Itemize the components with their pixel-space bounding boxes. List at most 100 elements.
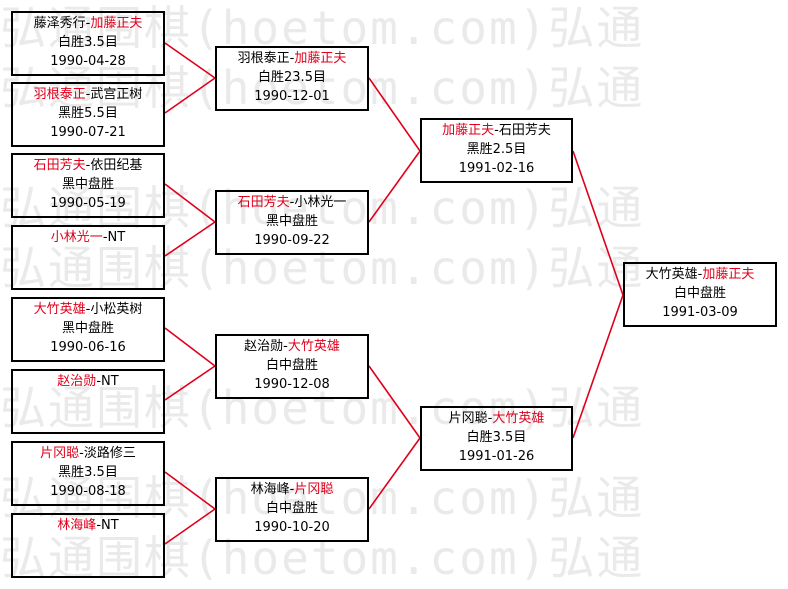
match-players: 大竹英雄-小松英树 (13, 300, 163, 319)
match-players: 羽根泰正-加藤正夫 (217, 49, 367, 68)
connector-line (572, 150, 624, 296)
match-date: 1990-09-22 (254, 233, 330, 248)
match-result: 黑胜5.5目 (58, 106, 118, 121)
player-name: 小林光一 (294, 195, 347, 210)
connector-line (368, 365, 421, 439)
winner-name: 加藤正夫 (442, 123, 495, 138)
match-result: 白中盘胜 (673, 286, 726, 301)
player-separator: - (85, 87, 91, 102)
player-name: 石田芳夫 (498, 123, 551, 138)
match-result: 黑胜3.5目 (58, 465, 118, 480)
match-result: 白中盘胜 (265, 501, 318, 516)
match-box-r1-8: 林海峰-NT (11, 513, 165, 578)
match-date: 1991-03-09 (662, 305, 738, 320)
player-name: 依田纪基 (90, 158, 143, 173)
player-name: 淡路修三 (83, 446, 136, 461)
match-box-r3-1: 加藤正夫-石田芳夫 黑胜2.5目 1991-02-16 (420, 118, 573, 183)
match-players: 片冈聪-大竹英雄 (422, 409, 571, 428)
connector-line (164, 183, 216, 223)
player-separator: - (96, 374, 102, 389)
match-box-r3-2: 片冈聪-大竹英雄 白胜3.5目 1991-01-26 (420, 406, 573, 471)
connector-line (164, 365, 216, 401)
match-result: 黑胜2.5目 (466, 142, 527, 157)
player-name: 片冈聪 (448, 411, 488, 426)
connector-line (164, 42, 216, 79)
match-box-r2-1: 羽根泰正-加藤正夫 白胜23.5目 1990-12-01 (215, 46, 369, 111)
player-separator: - (697, 267, 703, 282)
match-result: 白胜23.5目 (258, 70, 326, 85)
player-name: NT (101, 374, 119, 389)
match-players: 赵治勋-大竹英雄 (217, 337, 367, 356)
player-separator: - (79, 446, 84, 461)
winner-name: 加藤正夫 (90, 16, 143, 31)
winner-name: 石田芳夫 (33, 158, 86, 173)
match-date: 1990-12-08 (254, 377, 330, 392)
connector-line (164, 508, 216, 545)
match-box-r1-4: 小林光一-NT (11, 225, 165, 290)
match-date: 1990-07-21 (50, 125, 126, 140)
match-result: 白胜3.5目 (466, 430, 527, 445)
player-separator: - (283, 339, 288, 354)
winner-name: 石田芳夫 (237, 195, 290, 210)
player-name: 赵治勋 (244, 339, 284, 354)
player-name: 林海峰 (250, 482, 290, 497)
match-date: 1990-05-19 (50, 196, 126, 211)
player-name: 藤泽秀行 (33, 16, 86, 31)
match-players: 加藤正夫-石田芳夫 (422, 121, 571, 140)
match-date: 1990-08-18 (50, 484, 126, 499)
match-box-r2-2: 石田芳夫-小林光一 黑中盘胜 1990-09-22 (215, 190, 369, 255)
match-players: 石田芳夫-小林光一 (217, 193, 367, 212)
player-separator: - (487, 411, 493, 426)
match-result: 黑中盘胜 (61, 321, 114, 336)
player-name: 羽根泰正 (237, 51, 290, 66)
winner-name: 林海峰 (57, 518, 97, 533)
player-separator: - (102, 230, 108, 245)
match-box-r1-3: 石田芳夫-依田纪基 黑中盘胜 1990-05-19 (11, 153, 165, 218)
player-separator: - (289, 195, 295, 210)
match-box-final: 大竹英雄-加藤正夫 白中盘胜 1991-03-09 (623, 262, 777, 327)
match-box-r1-5: 大竹英雄-小松英树 黑中盘胜 1990-06-16 (11, 297, 165, 362)
player-separator: - (85, 158, 91, 173)
match-date: 1991-01-26 (458, 449, 535, 464)
player-name: 大竹英雄 (645, 267, 698, 282)
winner-name: 赵治勋 (57, 374, 97, 389)
connector-line (572, 294, 624, 439)
player-separator: - (289, 482, 295, 497)
winner-name: 片冈聪 (40, 446, 80, 461)
player-name: NT (101, 518, 119, 533)
match-date: 1990-12-01 (254, 89, 330, 104)
player-name: 小松英树 (90, 302, 143, 317)
winner-name: 大竹英雄 (287, 339, 340, 354)
match-players: 羽根泰正-武宫正树 (13, 85, 163, 104)
winner-name: 小林光一 (50, 230, 103, 245)
match-result: 黑中盘胜 (265, 214, 318, 229)
match-players: 赵治勋-NT (13, 372, 163, 391)
winner-name: 加藤正夫 (294, 51, 347, 66)
match-result: 白中盘胜 (265, 358, 318, 373)
connector-line (164, 77, 216, 114)
winner-name: 大竹英雄 (33, 302, 86, 317)
match-date: 1990-06-16 (50, 340, 126, 355)
match-box-r1-7: 片冈聪-淡路修三 黑胜3.5目 1990-08-18 (11, 441, 165, 506)
match-box-r2-3: 赵治勋-大竹英雄 白中盘胜 1990-12-08 (215, 334, 369, 399)
connector-line (368, 150, 421, 223)
match-players: 大竹英雄-加藤正夫 (625, 265, 775, 284)
match-date: 1990-10-20 (254, 520, 330, 535)
match-players: 藤泽秀行-加藤正夫 (13, 14, 163, 33)
connector-line (164, 221, 216, 257)
match-players: 小林光一-NT (13, 228, 163, 247)
match-players: 林海峰-NT (13, 516, 163, 535)
player-separator: - (289, 51, 295, 66)
match-result: 黑中盘胜 (61, 177, 114, 192)
match-box-r1-1: 藤泽秀行-加藤正夫 白胜3.5目 1990-04-28 (11, 11, 165, 76)
winner-name: 片冈聪 (294, 482, 334, 497)
match-box-r1-2: 羽根泰正-武宫正树 黑胜5.5目 1990-07-21 (11, 82, 165, 147)
connector-line (368, 77, 421, 152)
match-date: 1991-02-16 (458, 161, 535, 176)
player-name: 武宫正树 (90, 87, 143, 102)
winner-name: 大竹英雄 (492, 411, 545, 426)
match-box-r2-4: 林海峰-片冈聪 白中盘胜 1990-10-20 (215, 477, 369, 542)
match-players: 片冈聪-淡路修三 (13, 444, 163, 463)
player-separator: - (85, 302, 91, 317)
